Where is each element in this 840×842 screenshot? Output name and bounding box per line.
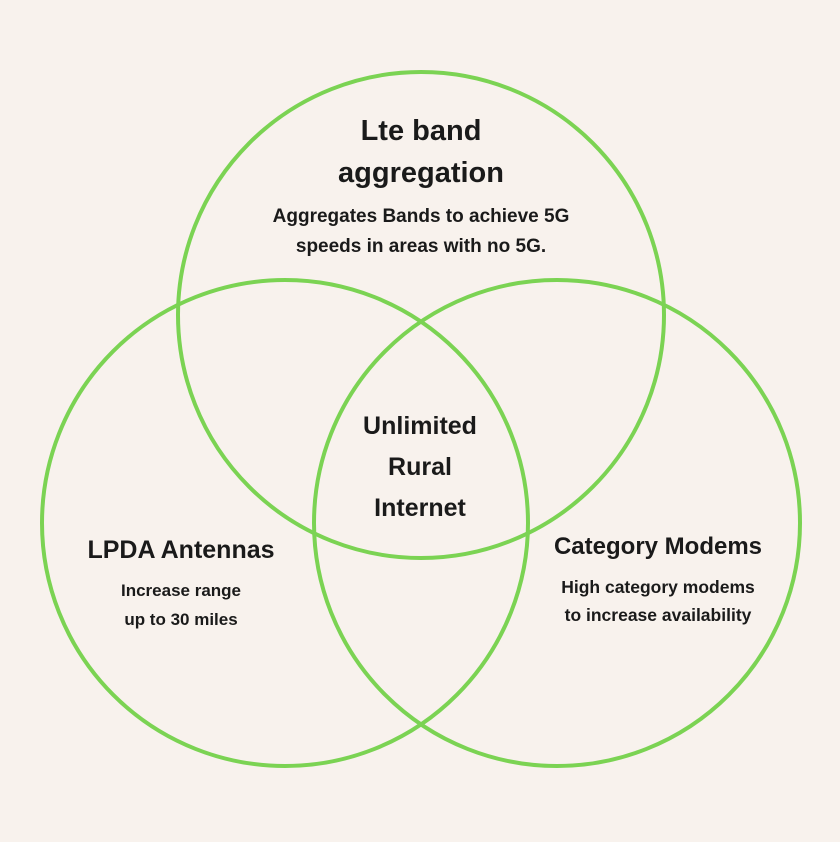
top-circle-title-line1: Lte band	[360, 115, 482, 147]
right-circle-subtitle-line2: to increase availability	[564, 605, 752, 625]
top-circle-label: Lte band aggregation Aggregates Bands to…	[273, 110, 570, 262]
left-circle-subtitle-line1: Increase range	[120, 581, 241, 600]
center-label: Unlimited Rural Internet	[363, 406, 477, 529]
top-circle-title: Lte band aggregation	[273, 110, 570, 194]
center-label-line1: Unlimited	[363, 412, 477, 440]
right-circle-title: Category Modems	[553, 533, 763, 560]
left-circle-subtitle: Increase range up to 30 miles	[87, 576, 274, 634]
left-circle-title: LPDA Antennas	[87, 536, 275, 564]
center-label-line2: Rural	[388, 453, 452, 481]
top-circle-subtitle-line2: speeds in areas with no 5G.	[295, 236, 547, 257]
left-circle-label: LPDA Antennas Increase range up to 30 mi…	[87, 534, 274, 634]
right-circle-outline	[312, 278, 802, 768]
center-label-line3: Internet	[374, 494, 466, 522]
top-circle-subtitle-line1: Aggregates Bands to achieve 5G	[272, 206, 570, 227]
left-circle-subtitle-line2: up to 30 miles	[124, 610, 238, 629]
top-circle-subtitle: Aggregates Bands to achieve 5G speeds in…	[273, 202, 570, 262]
right-circle-subtitle: High category modems to increase availab…	[554, 573, 762, 629]
right-circle-subtitle-line1: High category modems	[561, 577, 755, 597]
right-circle-label: Category Modems High category modems to …	[554, 531, 762, 629]
top-circle-title-line2: aggregation	[338, 157, 504, 189]
